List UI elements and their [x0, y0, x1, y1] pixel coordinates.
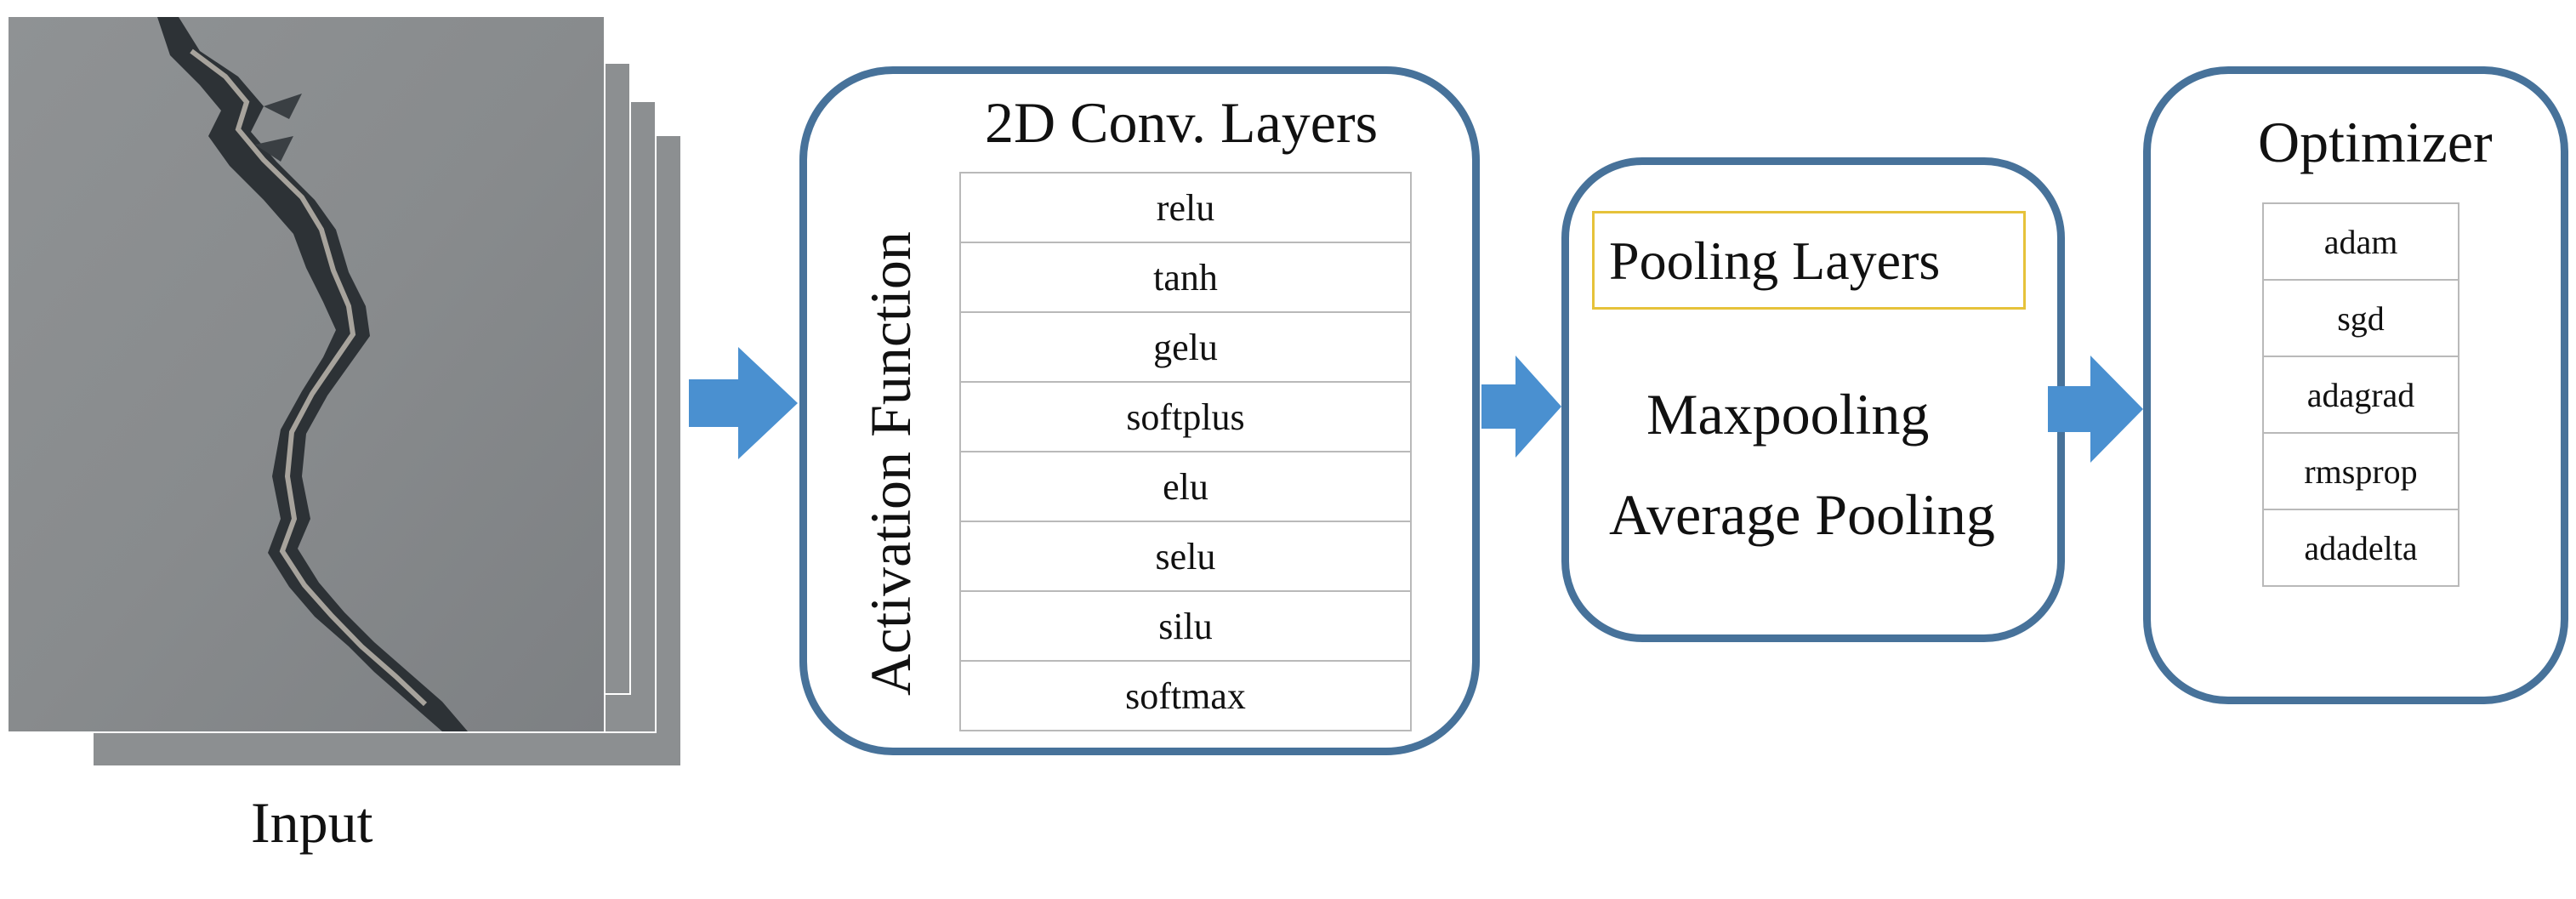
input-crack-image: [9, 17, 604, 731]
optimizer-table: adam sgd adagrad rmsprop adadelta: [2262, 202, 2459, 587]
activation-relu: relu: [959, 172, 1412, 243]
activation-function-label: Activation Function: [858, 231, 923, 696]
activation-tanh: tanh: [959, 242, 1412, 313]
activation-silu: silu: [959, 590, 1412, 662]
table-row: silu: [959, 590, 1412, 662]
table-row: adadelta: [2262, 509, 2459, 587]
optimizer-adam: adam: [2262, 202, 2459, 281]
pooling-maxpooling: Maxpooling: [1646, 382, 1930, 447]
activation-function-table: relu tanh gelu softplus elu selu silu so…: [959, 172, 1412, 731]
table-row: softplus: [959, 381, 1412, 452]
optimizer-rmsprop: rmsprop: [2262, 432, 2459, 510]
optimizer-adagrad: adagrad: [2262, 356, 2459, 434]
table-row: selu: [959, 521, 1412, 592]
input-label: Input: [251, 790, 373, 855]
right-arrow-icon: [2048, 356, 2143, 463]
activation-elu: elu: [959, 451, 1412, 522]
table-row: adam: [2262, 202, 2459, 281]
optimizer-title: Optimizer: [2258, 110, 2493, 174]
pooling-layers-panel: [1561, 157, 2065, 642]
conv-layers-title: 2D Conv. Layers: [985, 90, 1379, 155]
table-row: tanh: [959, 242, 1412, 313]
activation-selu: selu: [959, 521, 1412, 592]
optimizer-adadelta: adadelta: [2262, 509, 2459, 587]
optimizer-sgd: sgd: [2262, 279, 2459, 357]
pooling-average-pooling: Average Pooling: [1609, 482, 1995, 547]
right-arrow-icon: [689, 347, 798, 459]
activation-gelu: gelu: [959, 311, 1412, 383]
pooling-title-box: [1592, 211, 2026, 310]
table-row: elu: [959, 451, 1412, 522]
table-row: softmax: [959, 660, 1412, 731]
right-arrow-icon: [1481, 356, 1561, 458]
crack-icon: [9, 17, 604, 731]
pooling-layers-title: Pooling Layers: [1609, 230, 1941, 291]
table-row: relu: [959, 172, 1412, 243]
table-row: adagrad: [2262, 356, 2459, 434]
table-row: gelu: [959, 311, 1412, 383]
table-row: rmsprop: [2262, 432, 2459, 510]
activation-softmax: softmax: [959, 660, 1412, 731]
table-row: sgd: [2262, 279, 2459, 357]
activation-softplus: softplus: [959, 381, 1412, 452]
